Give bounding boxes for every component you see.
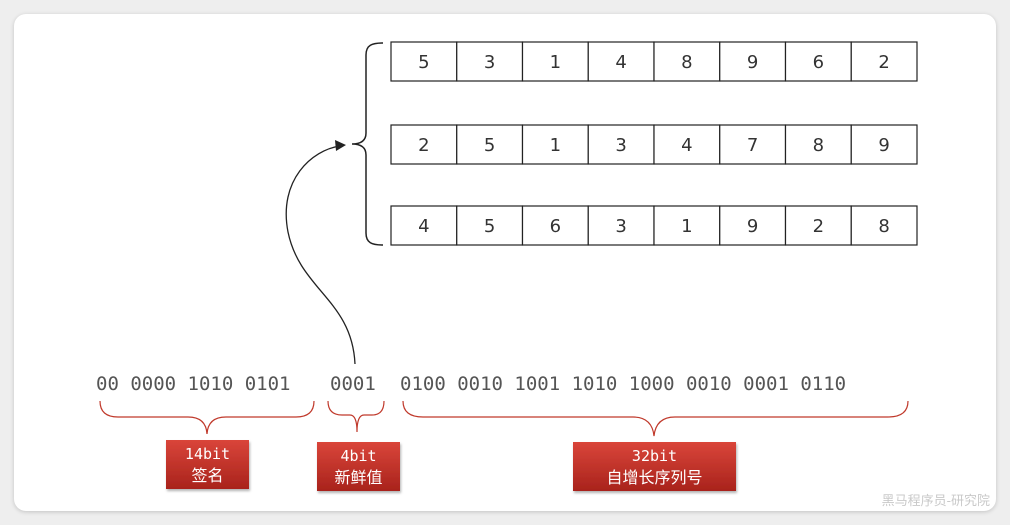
array-cell-value: 3 [615,135,626,156]
array-cell [653,205,721,246]
array-cell [456,124,524,165]
array-cell-value: 9 [878,135,889,156]
array-cell-value: 4 [681,135,692,156]
array-cell [456,41,524,82]
freshness-label-name: 新鲜值 [334,468,382,487]
arrow-head [335,140,346,151]
array-cell-value: 9 [747,216,758,237]
watermark: 黑马程序员-研究院 [882,494,990,509]
array-cell [653,124,721,165]
binary-freshness: 0001 [330,373,376,395]
array-cell [456,205,524,246]
signature-label: 14bit 签名 [166,440,249,489]
array-cell [784,124,852,165]
array-cell-value: 1 [550,135,561,156]
binary-signature: 00 0000 1010 0101 [96,373,290,395]
array-cell [719,124,787,165]
array-cell [784,205,852,246]
array-cell-value: 3 [615,216,626,237]
array-cell-value: 2 [418,135,429,156]
array-cell [719,41,787,82]
array-cell-value: 5 [484,135,495,156]
array-cell [850,41,918,82]
array-cell-value: 2 [813,216,824,237]
array-cell [390,124,458,165]
signature-label-name: 签名 [191,466,223,485]
serial-label-bits: 32bit [632,447,677,465]
array-cell-value: 5 [418,52,429,73]
array-cell-value: 5 [484,216,495,237]
array-cell [521,205,589,246]
arrays-brace [351,42,384,246]
freshness-label: 4bit 新鲜值 [317,442,400,491]
array-row-3: 4 5 6 3 1 9 2 8 [390,205,918,246]
serial-label: 32bit 自增长序列号 [573,442,736,491]
signature-label-bits: 14bit [185,445,230,463]
array-row-2: 2 5 1 3 4 7 8 9 [390,124,918,165]
array-cell [390,205,458,246]
array-cell [587,124,655,165]
array-cell-value: 1 [550,52,561,73]
array-cell-value: 4 [418,216,429,237]
array-cell [587,41,655,82]
array-cell-value: 6 [813,52,824,73]
array-cell [390,41,458,82]
diagram-card [14,14,996,511]
array-cell [850,124,918,165]
serial-label-name: 自增长序列号 [606,468,702,487]
serial-brace [402,400,909,437]
array-cell [521,41,589,82]
binary-serial: 0100 0010 1001 1010 1000 0010 0001 0110 [400,373,846,395]
array-cell-value: 2 [878,52,889,73]
array-cell-value: 9 [747,52,758,73]
array-cell [850,205,918,246]
array-cell-value: 6 [550,216,561,237]
array-row-1: 5 3 1 4 8 9 6 2 [390,41,918,82]
array-cell [653,41,721,82]
array-cell-value: 4 [615,52,626,73]
freshness-brace [327,400,385,433]
arrays-group: 5 3 1 4 8 9 6 2 2 5 1 3 4 7 8 9 4 5 6 3 1 9 2 8 [390,41,918,246]
array-cell [719,205,787,246]
freshness-label-bits: 4bit [340,447,376,465]
array-cell [521,124,589,165]
signature-brace [99,400,315,435]
array-cell-value: 3 [484,52,495,73]
array-cell-value: 7 [747,135,758,156]
array-cell-value: 1 [681,216,692,237]
pointer-arrow [285,145,356,365]
array-cell-value: 8 [878,216,889,237]
array-cell-value: 8 [813,135,824,156]
array-cell-value: 8 [681,52,692,73]
